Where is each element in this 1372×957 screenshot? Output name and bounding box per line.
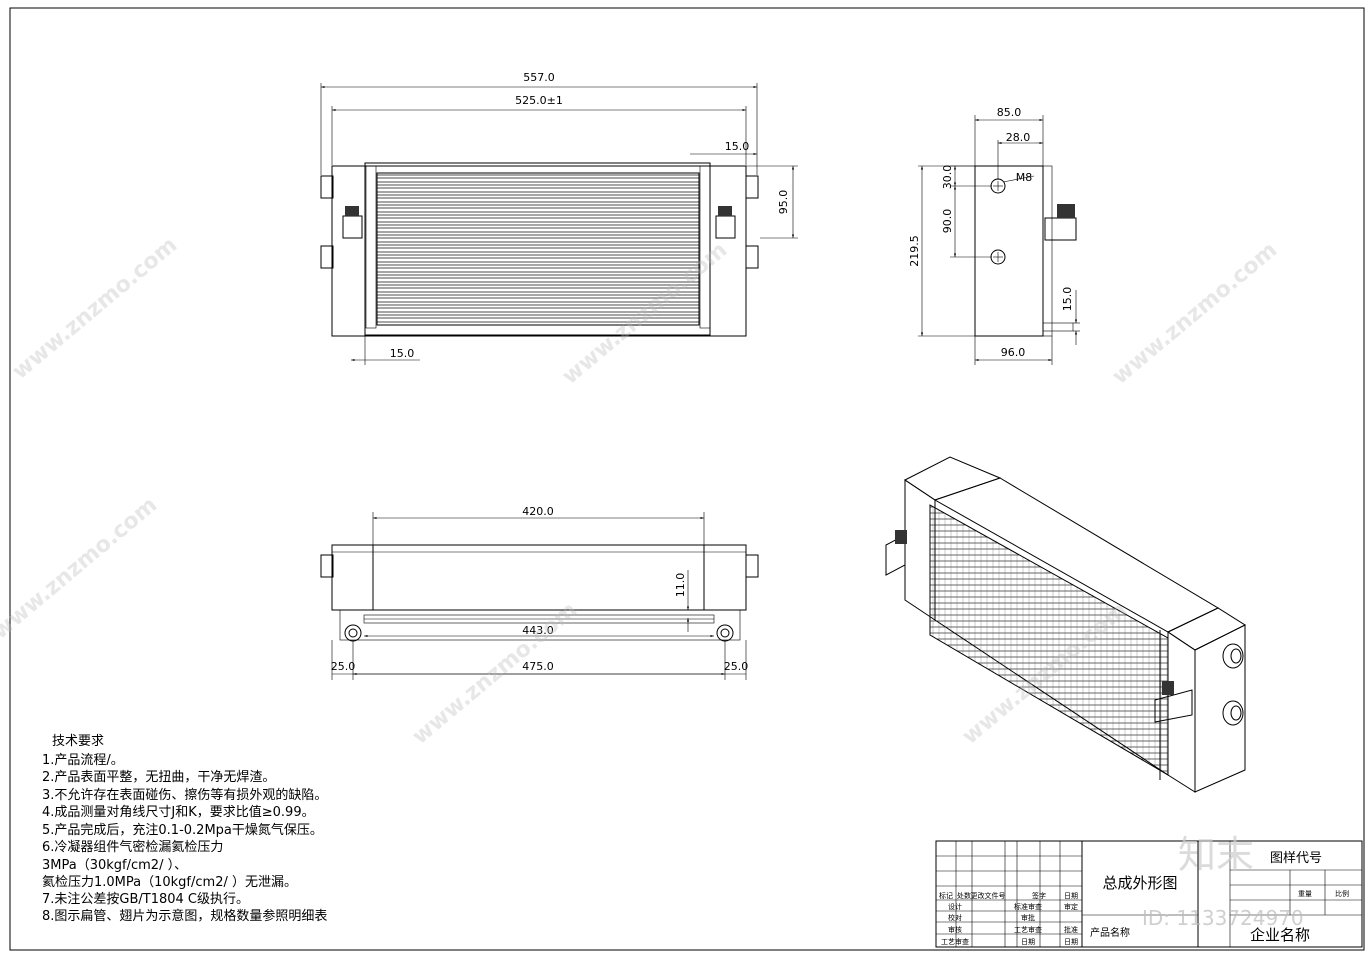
code-label: 图样代号 [1270,851,1322,866]
dim-width: 85.0 [997,106,1022,119]
tb-cell-mark: 标记 [939,891,953,900]
tb-cell-process2: 工艺审查 [941,937,969,946]
tb-cell-design: 设计 [948,902,962,911]
side-view: 85.0 28.0 M8 30.0 90.0 219.5 15.0 96.0 [908,106,1080,365]
dim-base: 96.0 [1001,346,1026,359]
watermark-text: www.znzmo.com [0,493,162,645]
dim-bottom: 15.0 [390,347,415,360]
tb-cell-audit: 审核 [948,925,962,934]
dim-gap: 11.0 [674,573,687,598]
tb-cell-date3: 日期 [1021,938,1035,946]
note-line: 3.不允许存在表面碰伤、擦伤等有损外观的缺陷。 [42,787,327,803]
tb-cell-approve: 审定 [1064,902,1078,911]
tb-cell-date2: 日期 [1064,938,1078,946]
tb-cell-std: 标准审查 [1014,902,1042,911]
tb-cell-ratify: 批准 [1064,925,1078,934]
note-line: 8.图示扁管、翅片为示意图，规格数量参照明细表 [42,908,327,924]
watermark-brand: 知末 [1178,833,1254,877]
dim-height-side: 219.5 [908,235,921,267]
dim-side: 15.0 [725,140,750,153]
watermark-text: www.znzmo.com [408,598,582,750]
notes-title: 技术要求 [52,734,104,749]
watermark-id: ID: 1133724970 [1142,906,1304,930]
label-hole: M8 [1016,171,1033,184]
note-line: 1.产品流程/。 [42,753,124,768]
dim-pitch: 90.0 [941,209,954,234]
note-line: 氦检压力1.0MPa（10kgf/cm2/ ）无泄漏。 [42,874,297,890]
dim-offset: 28.0 [1006,131,1031,144]
tb-cell-check: 校对 [948,913,962,922]
weight-label: 重量 [1298,890,1312,898]
tb-cell-sign: 签字 [1032,891,1046,900]
dim-center: 475.0 [522,660,554,673]
dim-inner: 443.0 [522,624,554,637]
isometric-view [885,456,1247,793]
dim-right: 25.0 [724,660,749,673]
tb-cell-date: 日期 [1064,892,1078,900]
tb-cell-docno: 更改文件号 [971,891,1006,900]
company-label: 企业名称 [1250,926,1310,944]
dim-core-top: 420.0 [522,505,554,518]
note-line: 7.未注公差按GB/T1804 C级执行。 [42,892,249,907]
note-line: 6.冷凝器组件气密检漏氦检压力 [42,839,223,855]
dim-bottom-side: 15.0 [1061,287,1074,312]
dim-core: 525.0±1 [515,94,563,107]
watermark-text: www.znzmo.com [1108,238,1282,390]
dim-height: 95.0 [777,190,790,215]
dim-overall: 557.0 [523,71,555,84]
dim-top: 30.0 [941,165,954,190]
scale-label: 比例 [1335,889,1349,898]
drawing-title: 总成外形图 [1102,874,1177,892]
product-label: 产品名称 [1090,926,1130,939]
tb-cell-process: 工艺审查 [1014,925,1042,934]
dim-left: 25.0 [331,660,356,673]
watermark-text: www.znzmo.com [8,233,182,385]
tb-cell-review: 审批 [1021,913,1035,922]
note-line: 2.产品表面平整，无扭曲，干净无焊渣。 [42,769,275,785]
tech-notes: 技术要求 1.产品流程/。 2.产品表面平整，无扭曲，干净无焊渣。 3.不允许存… [42,734,327,924]
front-view: 557.0 525.0±1 15.0 95.0 15.0 [320,71,798,365]
note-line: 4.成品测量对角线尺寸J和K，要求比值≥0.99。 [42,804,315,820]
tb-cell-count: 处数 [957,891,971,900]
drawing-border [9,7,1365,951]
note-line: 5.产品完成后，充注0.1-0.2Mpa干燥氮气保压。 [42,822,323,838]
note-line: 3MPa（30kgf/cm2/ ）、 [42,858,187,873]
top-view: 420.0 11.0 443.0 25.0 475.0 25.0 [320,505,759,680]
title-block: 标记 处数 更改文件号 签字 日期 设计 标准审查 审定 校对 审批 审核 工艺… [935,840,1363,948]
